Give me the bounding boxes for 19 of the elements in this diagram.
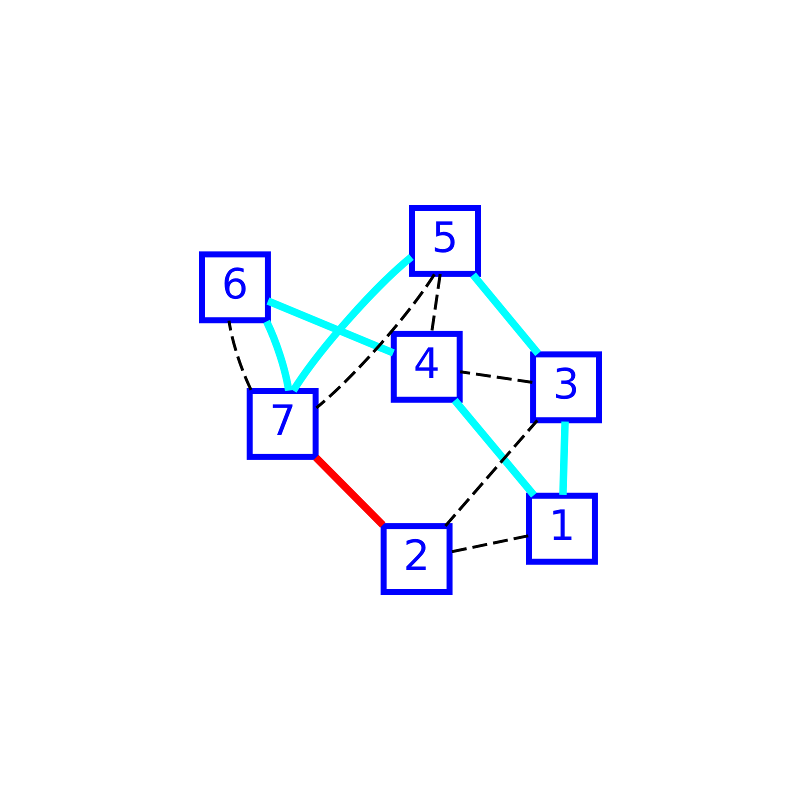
node-box: 6 <box>198 251 270 324</box>
node-box: 1 <box>526 492 598 565</box>
connector <box>558 421 568 495</box>
connector <box>290 254 414 393</box>
connector <box>226 320 252 390</box>
connector <box>451 398 536 498</box>
node-box: 2 <box>380 523 452 595</box>
node-box: 4 <box>390 330 462 403</box>
connector <box>262 320 292 392</box>
connector <box>312 454 385 528</box>
connector <box>459 370 532 384</box>
node-box: 7 <box>246 388 318 460</box>
node-box: 3 <box>530 351 602 424</box>
connector <box>470 272 541 356</box>
node-box: 5 <box>408 205 480 277</box>
connector <box>444 419 538 527</box>
connector <box>449 534 528 554</box>
connector <box>266 298 394 356</box>
connector <box>314 273 436 410</box>
